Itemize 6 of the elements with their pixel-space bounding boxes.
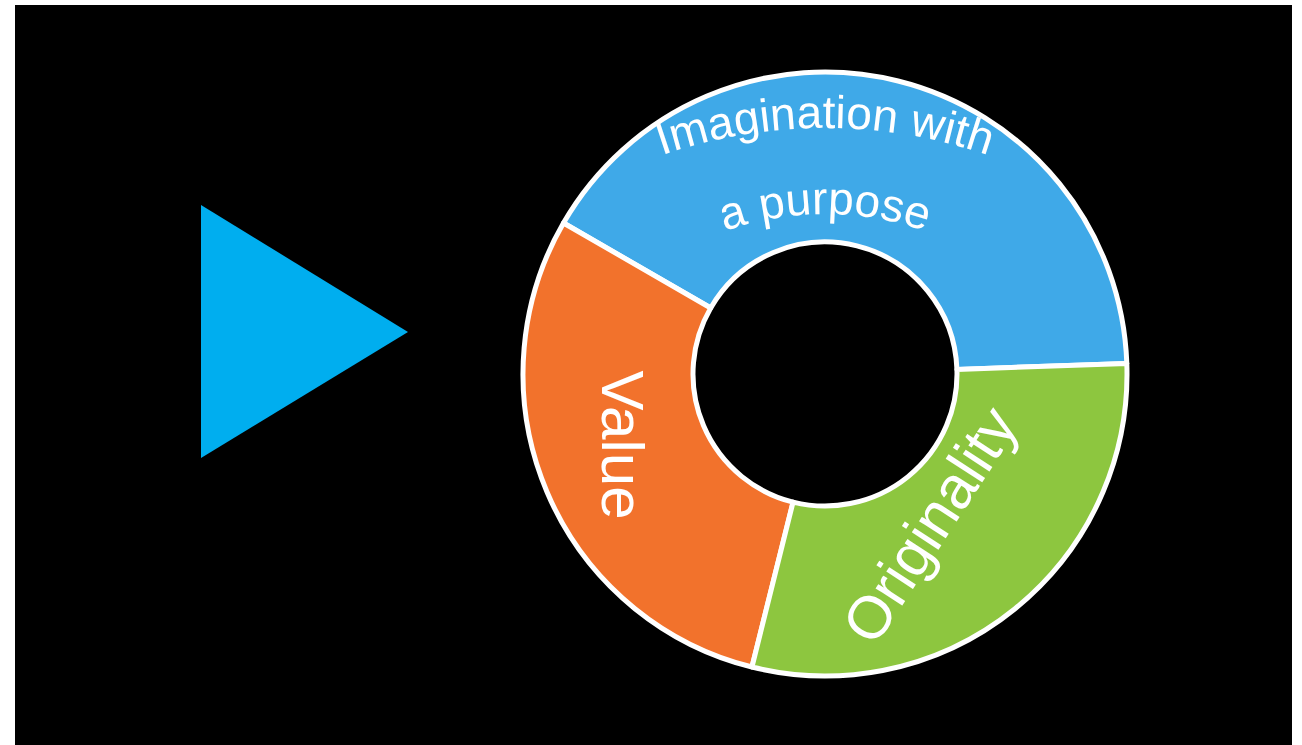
segment-label: Imagination with — [648, 85, 1001, 165]
segment-label: a purpose — [712, 171, 938, 241]
donut-segment — [749, 360, 1130, 679]
segment-label: Value — [588, 370, 656, 520]
donut-segment — [560, 69, 1130, 372]
triangle-shape — [201, 205, 408, 458]
